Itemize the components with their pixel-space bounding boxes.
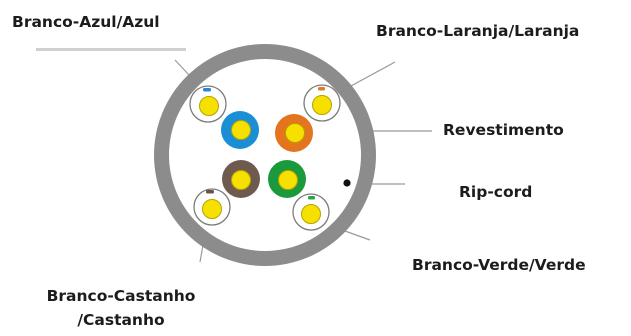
wire-laranja — [275, 114, 313, 152]
ghost-text — [36, 40, 186, 55]
label-branco-castanho: Branco-Castanho /Castanho — [31, 287, 211, 329]
wire-azul — [221, 111, 259, 149]
wire-branco-castanho — [193, 188, 231, 226]
wire-castanho — [222, 160, 260, 198]
label-branco-azul: Branco-Azul/Azul — [12, 13, 160, 31]
wire-branco-azul — [189, 85, 227, 123]
stripe-brown — [206, 190, 214, 194]
label-branco-castanho-line1: Branco-Castanho — [46, 287, 196, 305]
label-branco-verde: Branco-Verde/Verde — [412, 256, 586, 274]
stripe-green — [308, 196, 315, 200]
label-revestimento: Revestimento — [443, 121, 564, 139]
label-branco-laranja: Branco-Laranja/Laranja — [376, 22, 580, 40]
wire-verde — [268, 160, 306, 198]
label-rip-cord: Rip-cord — [459, 183, 533, 201]
stripe-orange — [318, 87, 325, 91]
wire-branco-verde — [292, 193, 330, 231]
stripe-blue — [203, 88, 211, 92]
label-branco-castanho-line2: /Castanho — [77, 310, 165, 329]
rip-cord-dot — [343, 179, 351, 187]
wire-branco-laranja — [303, 84, 341, 122]
